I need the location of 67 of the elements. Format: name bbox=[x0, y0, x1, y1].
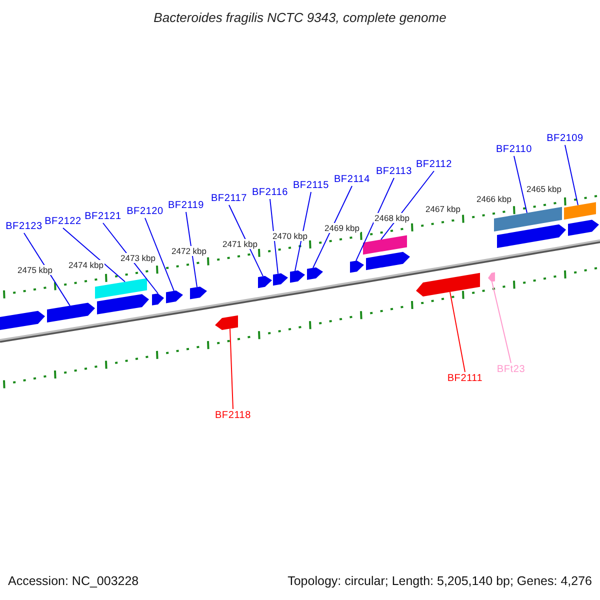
scale-label: 2472 kbp bbox=[170, 246, 208, 256]
gene-label: BF2113 bbox=[376, 166, 412, 178]
gene-feature bbox=[0, 310, 45, 330]
leader-line bbox=[356, 178, 394, 262]
gene-feature bbox=[290, 270, 305, 283]
gene-label: BF2116 bbox=[252, 187, 288, 199]
gene-feature bbox=[152, 294, 164, 306]
leader-line bbox=[564, 144, 578, 206]
gene-label: BF2118 bbox=[214, 410, 252, 422]
footer-text: Topology: circular; Length: 5,205,140 bp; Genes: 4,276 bbox=[288, 574, 592, 588]
scale-label: 2473 kbp bbox=[120, 253, 156, 263]
scale-label: 2467 kbp bbox=[424, 204, 462, 214]
gene-feature bbox=[258, 276, 272, 288]
gene-label: BFt23 bbox=[496, 364, 526, 376]
footer-text: Accession: NC_003228 bbox=[8, 574, 139, 588]
leader-line bbox=[144, 218, 174, 292]
leader-line bbox=[514, 156, 528, 214]
scale-label: 2471 kbp bbox=[222, 239, 258, 249]
scale-label: 2474 kbp bbox=[68, 260, 104, 270]
gene-bar bbox=[363, 235, 407, 255]
gene-label: BF2120 bbox=[126, 206, 164, 218]
gene-label: BF2114 bbox=[334, 174, 370, 186]
gene-feature bbox=[47, 302, 95, 322]
leader-line bbox=[312, 186, 352, 268]
leader-line bbox=[380, 170, 434, 240]
gene-bar bbox=[494, 206, 562, 232]
scale-label: 2475 kbp bbox=[16, 265, 54, 275]
leader-line bbox=[294, 192, 312, 272]
gene-feature bbox=[307, 267, 323, 280]
gene-feature bbox=[97, 294, 149, 314]
gene-label: BF2123 bbox=[6, 221, 42, 233]
title: Bacteroides fragilis NCTC 9343, complete genome bbox=[152, 10, 448, 25]
gene-label: BF2122 bbox=[44, 216, 82, 228]
gene-feature bbox=[350, 260, 364, 273]
gene-label: BF2110 bbox=[496, 144, 532, 156]
gene-feature bbox=[215, 315, 238, 330]
scale-label: 2468 kbp bbox=[374, 213, 410, 223]
gene-label: BF2115 bbox=[292, 180, 330, 192]
leader-line bbox=[186, 212, 198, 288]
leader-line bbox=[102, 222, 158, 294]
scale-label: 2470 kbp bbox=[272, 231, 308, 241]
gene-label: BF2111 bbox=[447, 373, 483, 385]
leader-line bbox=[228, 204, 264, 277]
leader-line bbox=[270, 198, 278, 274]
leader-line bbox=[450, 292, 466, 372]
gene-label: BF2121 bbox=[84, 211, 122, 223]
gene-feature bbox=[166, 290, 183, 304]
leader-line bbox=[230, 328, 234, 410]
gene-feature bbox=[366, 252, 410, 270]
gene-feature bbox=[497, 224, 566, 248]
gene-feature bbox=[416, 272, 480, 296]
gene-label: BF2117 bbox=[210, 193, 248, 205]
scale-label: 2465 kbp bbox=[526, 184, 562, 194]
gene-bar bbox=[95, 278, 147, 299]
gene-feature bbox=[568, 220, 599, 236]
gene-feature bbox=[190, 286, 207, 300]
gene-label: BF2109 bbox=[546, 133, 584, 145]
scale-label: 2469 kbp bbox=[324, 223, 360, 233]
leader-line bbox=[24, 232, 70, 306]
gene-label: BF2112 bbox=[416, 159, 452, 171]
gene-feature bbox=[273, 273, 288, 286]
gene-feature bbox=[488, 272, 495, 282]
leader-line bbox=[62, 228, 126, 282]
gene-bar bbox=[564, 202, 596, 220]
scale-label: 2466 kbp bbox=[476, 194, 512, 204]
gene-label: BF2119 bbox=[168, 200, 204, 212]
leader-line bbox=[492, 281, 512, 364]
